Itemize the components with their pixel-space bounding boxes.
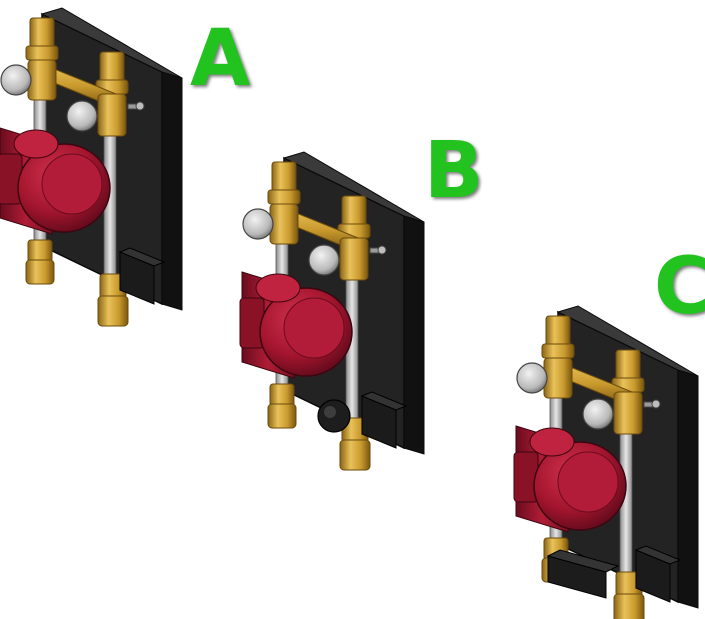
pump-station-b xyxy=(239,151,425,471)
label-a: A xyxy=(190,14,251,104)
label-b: B xyxy=(424,126,484,216)
pump-station-a xyxy=(0,7,183,327)
label-c: C xyxy=(654,242,705,332)
pump-station-c xyxy=(513,305,699,619)
